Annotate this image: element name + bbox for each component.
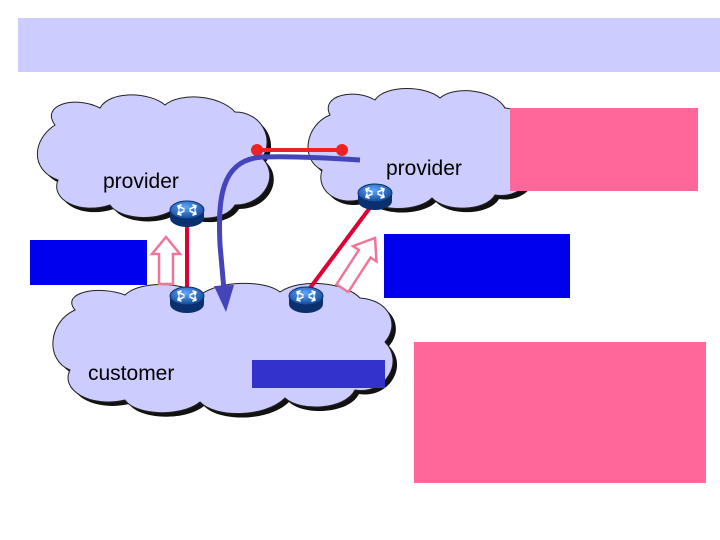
hollow-up-arrow-left bbox=[149, 235, 183, 286]
provider-cloud-left bbox=[36, 94, 274, 223]
access-link-right bbox=[305, 203, 374, 294]
customer-label: customer bbox=[88, 362, 175, 385]
dark-blue-box bbox=[252, 360, 385, 388]
router-icon bbox=[357, 183, 393, 211]
title-bar bbox=[18, 18, 720, 72]
router-icon bbox=[169, 200, 205, 228]
router-icon bbox=[169, 286, 205, 314]
pink-box-top bbox=[510, 108, 698, 191]
provider-left-label: provider bbox=[103, 170, 179, 193]
hollow-up-arrow-right bbox=[334, 236, 378, 294]
pink-box-bottom bbox=[414, 342, 706, 483]
peering-link bbox=[251, 144, 348, 156]
curved-traffic-arrow bbox=[214, 154, 361, 312]
provider-right-label: provider bbox=[386, 157, 462, 180]
blue-box-left bbox=[30, 240, 147, 285]
router-icon bbox=[288, 286, 324, 314]
blue-box-right bbox=[384, 234, 570, 298]
